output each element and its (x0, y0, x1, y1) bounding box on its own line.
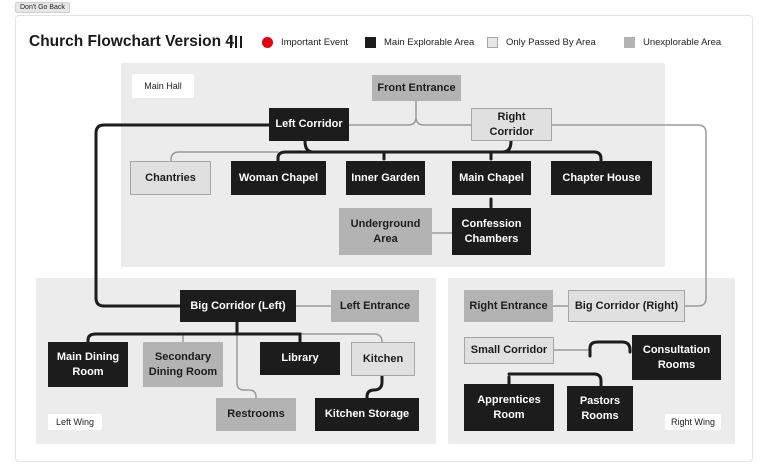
connector-chantries (170, 151, 279, 162)
node-small-corridor[interactable]: Small Corridor (464, 337, 554, 364)
legend-label: Important Event (281, 36, 349, 48)
legend-important-event: Important Event (262, 35, 348, 49)
node-restrooms[interactable]: Restrooms (216, 398, 296, 431)
connector-chapel-row (276, 139, 603, 163)
node-pastors-rooms[interactable]: Pastors Rooms (567, 386, 633, 431)
node-front-entrance[interactable]: Front Entrance (372, 75, 461, 101)
node-underground-area[interactable]: Underground Area (339, 208, 432, 255)
connector-left-wing-row (86, 320, 302, 344)
node-kitchen-storage[interactable]: Kitchen Storage (315, 398, 419, 431)
bars-icon[interactable] (230, 36, 242, 48)
connector-left-corridor-big-left (94, 123, 271, 308)
main-hall-label: Main Hall (132, 74, 194, 98)
left-wing-label: Left Wing (48, 414, 102, 430)
legend-main-explorable-area: Main Explorable Area (365, 35, 474, 49)
node-main-chapel[interactable]: Main Chapel (452, 161, 531, 195)
legend-only-passed-by-area: Only Passed By Area (487, 35, 596, 49)
node-left-corridor[interactable]: Left Corridor (269, 108, 349, 141)
node-main-dining-room[interactable]: Main Dining Room (48, 342, 128, 387)
gray-square-icon (624, 36, 635, 48)
connector-right-corridor-big-right (551, 124, 707, 307)
right-wing-label: Right Wing (665, 414, 721, 430)
node-inner-garden[interactable]: Inner Garden (346, 161, 425, 195)
node-right-entrance[interactable]: Right Entrance (464, 290, 553, 322)
legend-label: Main Explorable Area (384, 36, 475, 48)
node-big-corridor-right[interactable]: Big Corridor (Right) (568, 290, 685, 322)
black-square-icon (365, 36, 376, 48)
node-chapter-house[interactable]: Chapter House (551, 161, 652, 195)
connector-restrooms (236, 321, 257, 399)
node-big-corridor-left[interactable]: Big Corridor (Left) (180, 290, 296, 322)
connector-kitchen (236, 333, 383, 343)
light-square-icon (487, 36, 498, 48)
node-woman-chapel[interactable]: Woman Chapel (231, 161, 326, 195)
node-library[interactable]: Library (260, 342, 340, 375)
legend-label: Unexplorable Area (643, 36, 722, 48)
node-consultation-rooms[interactable]: Consultation Rooms (632, 335, 721, 380)
node-right-corridor[interactable]: Right Corridor (471, 108, 552, 141)
connector-small-corridor-right (588, 340, 632, 358)
node-kitchen[interactable]: Kitchen (351, 342, 415, 376)
connector-front-entrance-corridors (347, 100, 472, 126)
node-chantries[interactable]: Chantries (130, 161, 211, 195)
node-apprentices-room[interactable]: Apprentices Room (464, 384, 554, 431)
red-dot-icon (262, 36, 273, 48)
dont-go-back-button[interactable]: Don't Go Back (15, 2, 70, 13)
connector-kitchen-storage (365, 374, 384, 400)
legend-label: Only Passed By Area (506, 36, 596, 48)
node-left-entrance[interactable]: Left Entrance (331, 290, 419, 322)
legend-unexplorable-area: Unexplorable Area (624, 35, 721, 49)
node-secondary-dining-room[interactable]: Secondary Dining Room (143, 342, 223, 387)
page-title: Church Flowchart Version 4 (29, 33, 234, 50)
connector-apprentices-pastors (507, 372, 603, 388)
node-confession-chambers[interactable]: Confession Chambers (452, 208, 531, 255)
